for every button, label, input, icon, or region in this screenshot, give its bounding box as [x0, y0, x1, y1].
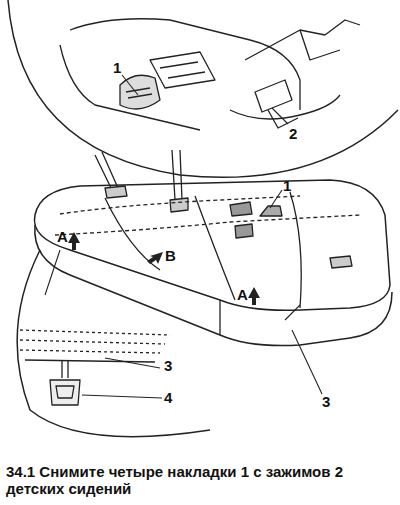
seat-belts [95, 150, 352, 268]
lower-inset [17, 250, 210, 437]
direction-arrows [68, 232, 260, 305]
direction-letter: A [57, 229, 68, 244]
callout-number: 2 [289, 126, 297, 141]
direction-letter: A [237, 287, 248, 302]
seat-cushion [34, 180, 392, 346]
callout-number: 1 [283, 178, 291, 193]
backrest-detail [60, 19, 360, 130]
callout-number: 4 [164, 390, 172, 405]
callout-number: 1 [113, 60, 121, 75]
callout-number: 3 [322, 394, 330, 409]
inset-outline [8, 0, 398, 177]
callout-number: 3 [164, 358, 172, 373]
figure-caption: 34.1 Снимите четыре накладки 1 с зажимов… [6, 463, 366, 497]
leader-lines [45, 75, 322, 398]
direction-letter: B [165, 248, 176, 263]
